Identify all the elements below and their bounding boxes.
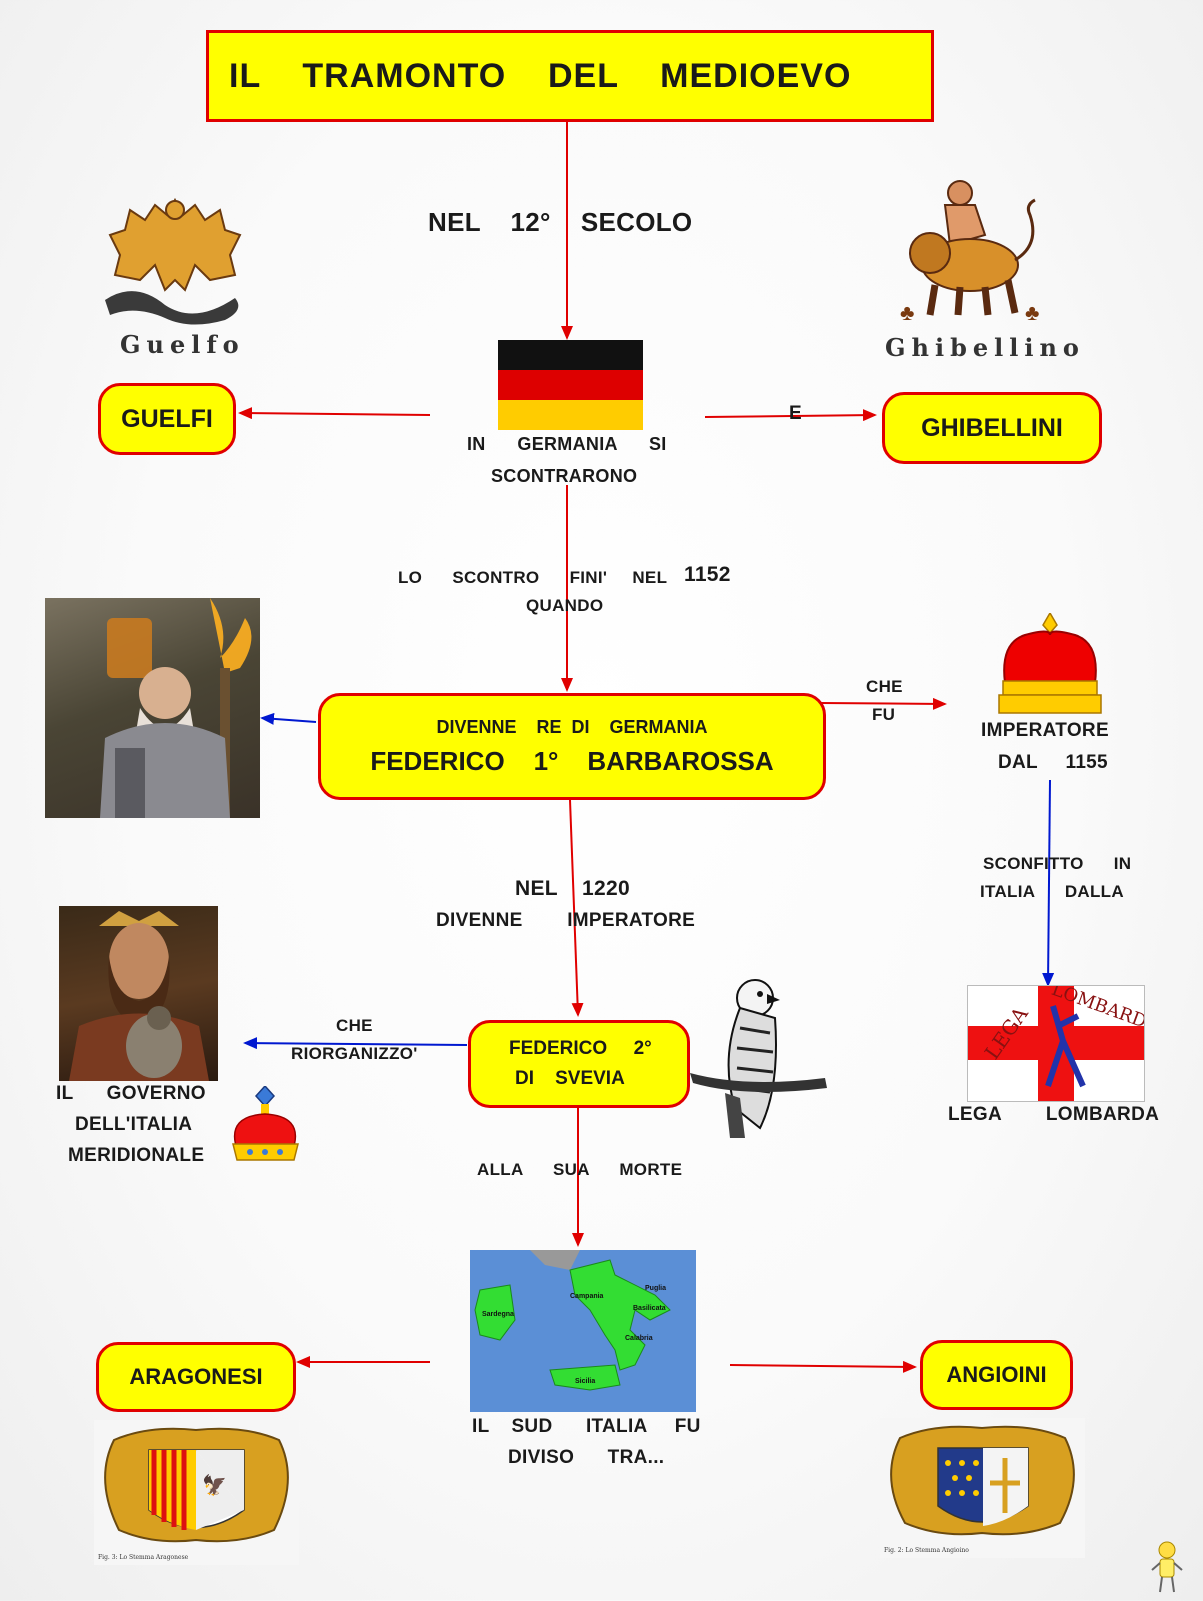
ghibellino-emblem: ♣ ♣ Ghibellino bbox=[880, 175, 1079, 370]
guelfi-label: GUELFI bbox=[121, 404, 213, 433]
label-nel-1220-2: DIVENNE IMPERATORE bbox=[436, 910, 696, 931]
label-che-fu-2: FU bbox=[872, 705, 896, 724]
label-governo-3: MERIDIONALE bbox=[68, 1145, 205, 1166]
aragonese-coat-of-arms: 🦅 Fig. 3: Lo Stemma Aragonese bbox=[94, 1420, 299, 1565]
label-alla-sua-morte: ALLA SUA MORTE bbox=[477, 1160, 683, 1179]
arrow-to-lega bbox=[1042, 779, 1055, 987]
label-scontro-1: LO SCONTRO FINI' NEL bbox=[398, 568, 668, 587]
crown-icon bbox=[995, 611, 1105, 718]
label-che-riorg-1: CHE bbox=[336, 1016, 373, 1035]
lion-icon: ♣ ♣ bbox=[900, 180, 1039, 325]
federico2-line2: DI SVEVIA bbox=[515, 1068, 625, 1089]
ghibellini-label: GHIBELLINI bbox=[921, 413, 1063, 442]
arrow-to-federico2 bbox=[569, 799, 584, 1017]
label-sconfitto-2: ITALIA DALLA bbox=[980, 882, 1124, 901]
federico1-box: DIVENNE RE DI GERMANIA FEDERICO 1° BARBA… bbox=[318, 693, 826, 800]
label-sud-2: DIVISO TRA... bbox=[508, 1447, 665, 1468]
flag-stripe-red bbox=[498, 370, 643, 400]
label-imperatore-2: DAL 1155 bbox=[998, 752, 1108, 773]
federico2-line1: FEDERICO 2° bbox=[509, 1038, 652, 1059]
label-scontro-year: 1152 bbox=[684, 563, 731, 586]
map-label-sardegna: Sardegna bbox=[482, 1311, 514, 1318]
guelfo-caption: Guelfo bbox=[120, 330, 245, 359]
svg-text:♣: ♣ bbox=[900, 300, 914, 325]
map-label-campania: Campania bbox=[570, 1293, 604, 1300]
label-sud-1: IL SUD ITALIA FU bbox=[472, 1416, 701, 1437]
arrow-to-guelfi bbox=[238, 407, 431, 420]
map-label-puglia: Puglia bbox=[645, 1285, 666, 1292]
map-label-sicilia: Sicilia bbox=[575, 1378, 595, 1385]
page-title: IL TRAMONTO DEL MEDIOEVO bbox=[229, 56, 852, 95]
label-nel-1220-1: NEL 1220 bbox=[515, 877, 630, 900]
mascot-icon bbox=[1150, 1540, 1184, 1596]
label-germania-2: SCONTRARONO bbox=[491, 466, 638, 486]
arrow-to-ghibellini bbox=[704, 409, 877, 422]
label-nel-12-secolo: NEL 12° SECOLO bbox=[428, 207, 693, 237]
map-label-basilicata: Basilicata bbox=[633, 1305, 666, 1312]
guelfo-emblem: Guelfo bbox=[95, 180, 255, 365]
label-germania-1: IN GERMANIA SI bbox=[467, 434, 667, 454]
svg-text:♣: ♣ bbox=[1025, 300, 1039, 325]
arrow-to-governo bbox=[243, 1037, 468, 1050]
federico2-photo bbox=[59, 906, 218, 1081]
label-governo-2: DELL'ITALIA bbox=[75, 1114, 193, 1135]
eagle-icon bbox=[105, 197, 242, 325]
federico2-box: FEDERICO 2° DI SVEVIA bbox=[468, 1020, 690, 1108]
federico1-main-label: FEDERICO 1° BARBAROSSA bbox=[370, 745, 774, 776]
ghibellino-caption: Ghibellino bbox=[885, 333, 1085, 362]
arrow-to-angioini bbox=[729, 1360, 917, 1373]
barbarossa-photo bbox=[45, 598, 260, 818]
aragonese-caption: Fig. 3: Lo Stemma Aragonese bbox=[98, 1554, 189, 1561]
title-box: IL TRAMONTO DEL MEDIOEVO bbox=[206, 30, 934, 122]
label-e: E bbox=[789, 403, 802, 424]
germany-flag bbox=[498, 340, 643, 430]
ghibellini-box: GHIBELLINI bbox=[882, 392, 1102, 464]
label-che-fu-1: CHE bbox=[866, 677, 903, 696]
falcon-icon bbox=[685, 978, 830, 1148]
label-imperatore-1: IMPERATORE bbox=[981, 720, 1109, 741]
flag-stripe-black bbox=[498, 340, 643, 370]
federico1-top-label: DIVENNE RE DI GERMANIA bbox=[436, 716, 708, 737]
angioini-label: ANGIOINI bbox=[946, 1362, 1047, 1387]
southern-italy-map: Puglia Campania Basilicata Sardegna Cala… bbox=[470, 1250, 696, 1412]
map-label-calabria: Calabria bbox=[625, 1335, 653, 1342]
aragonesi-box: ARAGONESI bbox=[96, 1342, 296, 1412]
label-governo-1: IL GOVERNO bbox=[56, 1083, 206, 1104]
small-crown-icon bbox=[228, 1084, 303, 1171]
angioini-box: ANGIOINI bbox=[920, 1340, 1073, 1410]
svg-text:🦅: 🦅 bbox=[202, 1473, 227, 1497]
angioino-coat-of-arms: Fig. 2: Lo Stemma Angioino bbox=[880, 1418, 1085, 1558]
label-che-riorg-2: RIORGANIZZO' bbox=[291, 1044, 418, 1063]
flag-stripe-gold bbox=[498, 400, 643, 430]
arrow-to-barbarossa-photo bbox=[260, 712, 317, 725]
guelfi-box: GUELFI bbox=[98, 383, 236, 455]
label-lega-lombarda: LEGA LOMBARDA bbox=[948, 1104, 1160, 1125]
arrow-to-imperatore bbox=[819, 697, 947, 710]
label-sconfitto-1: SCONFITTO IN bbox=[983, 854, 1132, 873]
angioino-caption: Fig. 2: Lo Stemma Angioino bbox=[884, 1547, 969, 1554]
label-scontro-2: QUANDO bbox=[526, 596, 604, 615]
lega-lombarda-flag: LEGA LOMBARDA bbox=[967, 979, 1162, 1102]
aragonesi-label: ARAGONESI bbox=[129, 1364, 263, 1389]
